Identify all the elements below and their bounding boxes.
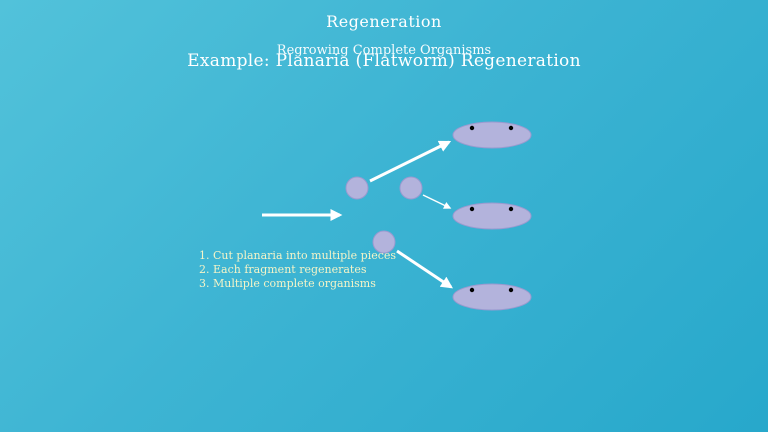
regeneration-arrow-3: [396, 249, 453, 289]
steps-list: 1. Cut planaria into multiple pieces 2. …: [199, 249, 396, 291]
eye-dot: [469, 125, 475, 131]
eye-dot: [508, 125, 514, 131]
step-3: 3. Multiple complete organisms: [199, 277, 376, 290]
example-title: Example: Planaria (Flatworm) Regeneratio…: [187, 51, 581, 71]
regeneration-arrow-2: [422, 194, 452, 209]
eye-dot: [469, 287, 475, 293]
regeneration-arrow-1: [369, 140, 452, 183]
fragment-3: [372, 230, 396, 254]
eye-dot: [469, 206, 475, 212]
organism-2: [452, 202, 532, 230]
organism-1: [452, 121, 532, 149]
eye-dot: [508, 287, 514, 293]
step-1: 1. Cut planaria into multiple pieces: [199, 249, 397, 262]
organism-3: [452, 283, 532, 311]
fragment-2: [399, 176, 423, 200]
step-2: 2. Each fragment regenerates: [199, 263, 367, 276]
eye-dot: [508, 206, 514, 212]
title: Regeneration: [326, 12, 442, 31]
subtitle: Regrowing Complete Organisms: [276, 43, 492, 58]
fragment-1: [345, 176, 369, 200]
